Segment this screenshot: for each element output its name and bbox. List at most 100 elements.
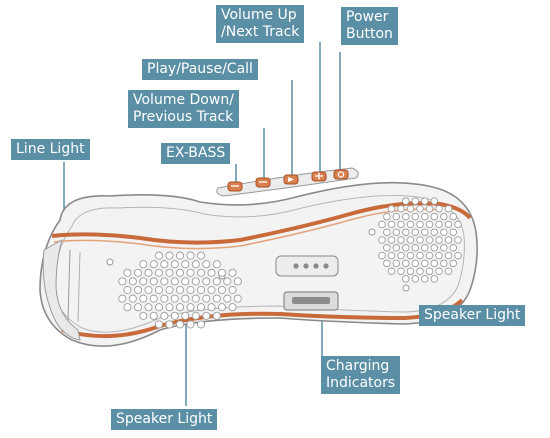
grille-hole xyxy=(402,228,410,236)
grille-hole xyxy=(406,251,415,260)
label-speaker-light-left-line-1: Speaker Light xyxy=(116,411,213,427)
grille-hole xyxy=(202,260,211,269)
grille-hole xyxy=(165,251,174,260)
grille-hole xyxy=(128,277,137,286)
grille-hole xyxy=(378,251,386,260)
grille-hole xyxy=(233,277,242,286)
grille-hole xyxy=(411,197,420,205)
label-charging-indicators: Charging Indicators xyxy=(321,356,401,394)
grille-hole xyxy=(411,259,420,268)
grille-hole xyxy=(416,205,424,213)
grille-hole xyxy=(165,268,174,277)
grille-hole xyxy=(186,285,195,295)
label-ex-bass-line-1: EX-BASS xyxy=(166,145,226,161)
speaker-grille-left xyxy=(118,251,242,329)
grille-hole xyxy=(160,277,169,286)
grille-hole xyxy=(139,277,148,286)
grille-hole xyxy=(421,197,429,205)
charging-led-3 xyxy=(313,263,319,269)
grille-hole xyxy=(202,294,211,303)
grille-hole xyxy=(454,220,462,229)
grille-hole xyxy=(170,294,179,303)
grille-hole xyxy=(416,267,424,275)
grille-hole xyxy=(196,320,206,329)
label-charging-line-2: Indicators xyxy=(326,375,396,391)
grille-hole xyxy=(430,228,439,236)
grille-hole xyxy=(175,303,185,312)
label-speaker-light-right-line-1: Speaker Light xyxy=(424,307,521,323)
grille-hole xyxy=(435,205,443,213)
grille-hole xyxy=(175,268,185,277)
grille-hole xyxy=(133,285,143,295)
grille-hole xyxy=(440,228,448,236)
grille-hole xyxy=(186,320,195,329)
grille-hole xyxy=(378,220,386,229)
grille-hole xyxy=(430,275,439,283)
grille-hole xyxy=(175,320,185,329)
label-power-line-1: Power xyxy=(346,9,389,25)
grille-hole xyxy=(440,259,448,268)
grille-hole xyxy=(196,268,206,277)
grille-hole xyxy=(144,303,153,312)
grille-hole xyxy=(449,259,458,268)
play-icon xyxy=(288,177,294,182)
grille-hole xyxy=(425,205,434,213)
grille-hole xyxy=(402,259,410,268)
grille-hole xyxy=(397,205,405,213)
grille-hole xyxy=(435,220,443,229)
grille-hole xyxy=(430,197,439,205)
grille-hole xyxy=(440,244,448,252)
grille-hole xyxy=(402,197,410,205)
grille-hole xyxy=(149,294,158,303)
grille-hole xyxy=(196,285,206,295)
grille-hole xyxy=(449,244,458,252)
grille-hole xyxy=(228,285,237,295)
grille-hole xyxy=(191,260,200,269)
charging-led-1 xyxy=(293,263,299,269)
grille-hole xyxy=(154,268,164,277)
grille-hole xyxy=(387,251,396,260)
grille-hole xyxy=(139,260,148,269)
label-ex-bass: EX-BASS xyxy=(161,143,231,164)
grille-hole xyxy=(223,277,232,286)
grille-hole xyxy=(383,259,391,268)
charging-indicator-leds xyxy=(293,263,329,269)
grille-hole xyxy=(383,212,391,221)
label-volume-up-line-1: Volume Up xyxy=(221,7,297,23)
grille-hole xyxy=(212,260,221,269)
grille-hole xyxy=(207,285,216,295)
grille-hole xyxy=(228,268,237,277)
grille-hole xyxy=(454,251,462,260)
grille-hole xyxy=(383,228,391,236)
grille-hole xyxy=(421,275,429,283)
grille-hole xyxy=(139,311,148,320)
grille-hole xyxy=(402,212,410,221)
grille-hole xyxy=(411,212,420,221)
grille-hole xyxy=(444,205,453,213)
grille-hole xyxy=(207,303,216,312)
label-line-light-line-1: Line Light xyxy=(16,141,85,157)
grille-hole xyxy=(387,236,396,244)
grille-hole xyxy=(154,251,164,260)
grille-hole xyxy=(191,277,200,286)
grille-hole xyxy=(421,228,429,236)
grille-hole xyxy=(123,285,132,295)
grille-hole xyxy=(444,267,453,275)
grille-hole xyxy=(397,220,405,229)
grille-hole xyxy=(421,259,429,268)
grille-hole xyxy=(186,251,195,260)
grille-hole xyxy=(212,277,221,286)
grille-hole xyxy=(430,259,439,268)
grille-hole xyxy=(175,251,185,260)
grille-hole xyxy=(425,267,434,275)
power-button xyxy=(333,169,349,180)
grille-hole xyxy=(454,236,462,244)
label-speaker-light-left: Speaker Light xyxy=(111,409,218,430)
grille-hole xyxy=(186,268,195,277)
grille-hole xyxy=(207,268,216,277)
grille-hole xyxy=(233,294,242,303)
grille-hole xyxy=(123,268,132,277)
grille-hole xyxy=(212,294,221,303)
label-power-line-2: Button xyxy=(346,26,393,42)
